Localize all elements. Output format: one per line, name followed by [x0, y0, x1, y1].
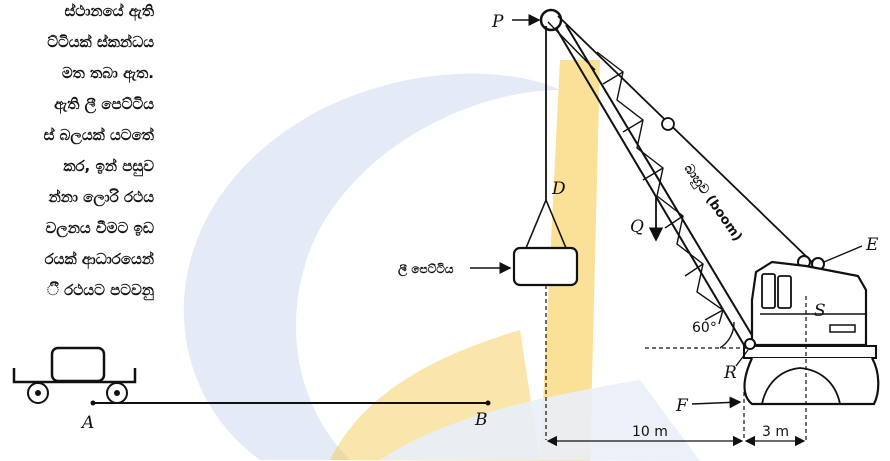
text-line-3: මත තබා ඇත. — [61, 64, 154, 82]
label-Q: Q — [630, 217, 644, 237]
crane-body — [743, 260, 880, 406]
label-F: F — [675, 396, 689, 416]
label-D: D — [551, 179, 566, 199]
label-dim-left: 10 m — [632, 424, 668, 440]
text-line-2: ට්ටියක් ස්කන්ධය — [47, 33, 154, 51]
wooden-box — [512, 246, 579, 287]
label-A: A — [80, 413, 94, 433]
cable — [557, 15, 813, 263]
label-dim-right: 3 m — [762, 424, 789, 440]
text-line-5: ස් බලයක් යටතේ — [43, 126, 154, 144]
text-line-1: ස්ථානයේ ඇති — [64, 2, 154, 20]
truck — [12, 346, 137, 404]
pointer-F — [691, 396, 742, 409]
text-line-10: ී රථයට පටවනු — [46, 281, 154, 299]
boom — [547, 21, 757, 346]
label-S: S — [814, 301, 826, 321]
pivot-R — [744, 338, 756, 350]
label-B: B — [474, 410, 488, 430]
text-line-4: ඇති ලී පෙට්ටිය — [54, 95, 154, 113]
label-P: P — [491, 12, 504, 32]
label-angle: 60° — [692, 320, 717, 336]
label-R: R — [723, 363, 737, 383]
pulley-P — [539, 8, 563, 32]
label-box: ලී පෙට්ටිය — [398, 262, 454, 278]
text-line-7: න්නා ලොරි රථය — [48, 188, 154, 206]
text-line-6: කර, ඉන් පසුව — [63, 157, 154, 175]
text-line-8: වලනය වීමට ඉඩ — [45, 219, 154, 237]
text-line-9: රයක් ආධාරයෙන් — [44, 250, 154, 268]
label-E: E — [865, 235, 879, 255]
